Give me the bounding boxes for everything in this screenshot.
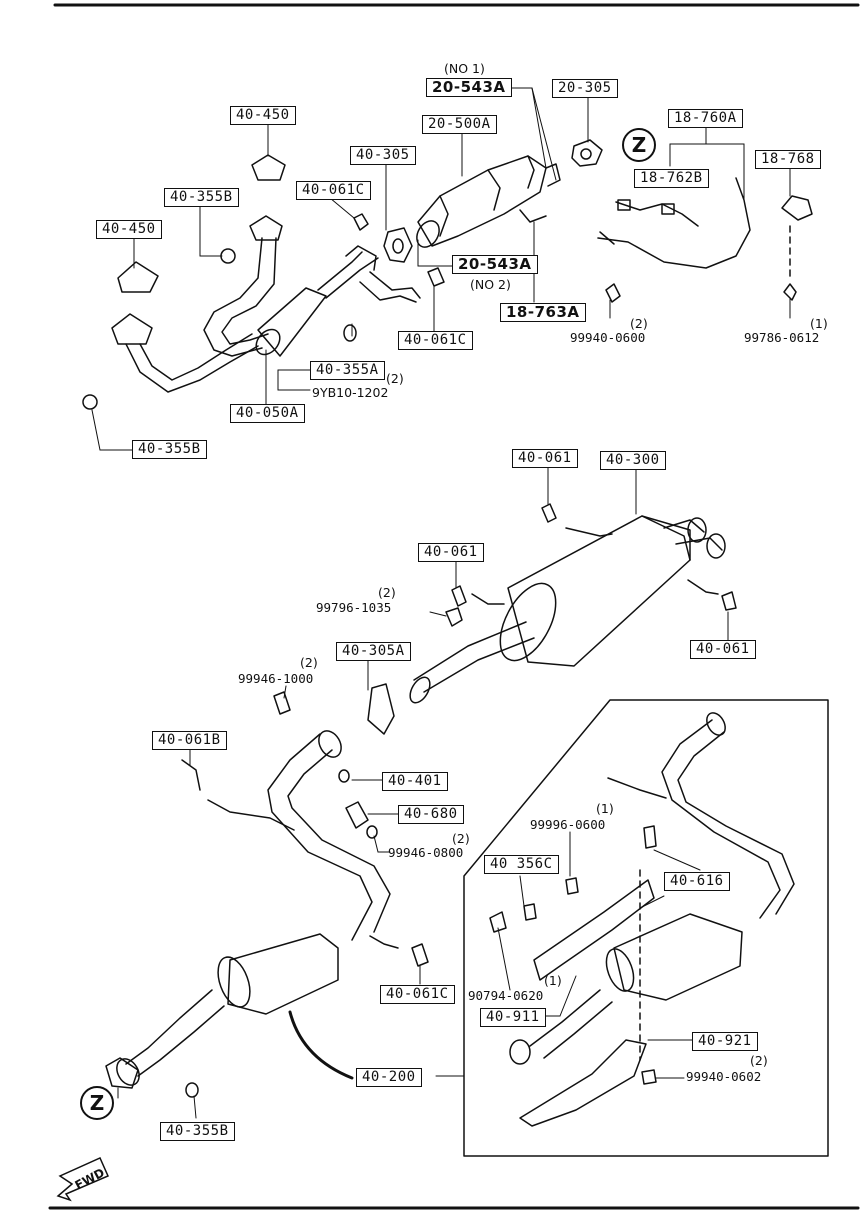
part-label-40-450-left: 40-450 — [96, 220, 162, 239]
part-label-40-200: 40-200 — [356, 1068, 422, 1087]
part-label-40-061C-low: 40-061C — [380, 985, 455, 1004]
part-number-90794-0620: 90794-0620 — [468, 988, 544, 1003]
part-label-40-050A: 40-050A — [230, 404, 305, 423]
part-number-99946-1000: 99946-1000 — [238, 671, 314, 686]
qty-99996-0600: (1) — [596, 801, 614, 816]
mid-pipe-drawing — [105, 730, 429, 1098]
part-label-40-061B: 40-061B — [152, 731, 227, 750]
part-label-18-763A: 18-763A — [500, 303, 586, 322]
part-number-99996-0600: 99996-0600 — [530, 817, 606, 832]
qty-40-355A: (2) — [386, 371, 404, 386]
qty-99946-1000: (2) — [300, 655, 318, 670]
part-number-99946-0800: 99946-0800 — [388, 845, 464, 860]
part-label-20-543A-mid: 20-543A — [452, 255, 538, 274]
leader-lines — [91, 87, 791, 1119]
part-label-40-355A: 40-355A — [310, 361, 385, 380]
fwd-arrow-icon — [56, 1157, 109, 1202]
flange-upper-pipe — [249, 215, 283, 241]
sensor-cable-drawing — [597, 177, 813, 303]
detail-box-drawing — [463, 699, 829, 1157]
part-label-40-450-top: 40-450 — [230, 106, 296, 125]
part-label-40-911: 40-911 — [480, 1008, 546, 1027]
part-number-9YB10-1202: 9YB10-1202 — [312, 385, 389, 400]
qty-99786-0612: (1) — [810, 316, 828, 331]
flange-lower-left — [105, 1057, 139, 1089]
front-pipe-drawing — [82, 154, 421, 410]
part-label-40-356C: 40 356C — [484, 855, 559, 874]
reference-marker-z-top: Z — [622, 128, 656, 162]
part-number-99796-1035: 99796-1035 — [316, 600, 392, 615]
flange-40-450-top — [251, 154, 286, 181]
part-label-18-762B: 18-762B — [634, 169, 709, 188]
part-label-40-061C-top: 40-061C — [296, 181, 371, 200]
gasket-40-305 — [383, 227, 413, 263]
reference-marker-z-bottom: Z — [80, 1086, 114, 1120]
gasket-20-305 — [571, 139, 603, 167]
part-label-40-355B-top: 40-355B — [164, 188, 239, 207]
note-no2: (NO 2) — [470, 277, 511, 292]
flange-left-pipe — [111, 313, 153, 345]
part-label-40-401: 40-401 — [382, 772, 448, 791]
flange-40-450-left — [117, 261, 159, 293]
part-label-40-921: 40-921 — [692, 1032, 758, 1051]
part-label-40-305: 40-305 — [350, 146, 416, 165]
part-label-40-061-a: 40-061 — [512, 449, 578, 468]
qty-90794-0620: (1) — [544, 973, 562, 988]
part-number-99940-0602: 99940-0602 — [686, 1069, 762, 1084]
part-label-40-616: 40-616 — [664, 872, 730, 891]
qty-99940-0600: (2) — [630, 316, 648, 331]
catalytic-converter-drawing — [353, 139, 603, 287]
part-label-40-305A: 40-305A — [336, 642, 411, 661]
heat-shield-40-921 — [519, 1039, 647, 1127]
heat-shield-40-911 — [533, 879, 655, 981]
qty-99796-1035: (2) — [378, 585, 396, 600]
main-silencer-drawing — [273, 503, 737, 735]
qty-99940-0602: (2) — [750, 1053, 768, 1068]
part-label-40-061-b: 40-061 — [418, 543, 484, 562]
part-label-18-760A: 18-760A — [668, 109, 743, 128]
part-label-18-768: 18-768 — [755, 150, 821, 169]
part-label-40-680: 40-680 — [398, 805, 464, 824]
part-label-20-500A: 20-500A — [422, 115, 497, 134]
part-label-20-305: 20-305 — [552, 79, 618, 98]
part-label-40-300: 40-300 — [600, 451, 666, 470]
part-label-40-355B-left: 40-355B — [132, 440, 207, 459]
part-label-40-061C-mid: 40-061C — [398, 331, 473, 350]
part-label-40-355B-low: 40-355B — [160, 1122, 235, 1141]
part-label-40-061-c: 40-061 — [690, 640, 756, 659]
part-number-99786-0612: 99786-0612 — [744, 330, 820, 345]
qty-99946-0800: (2) — [452, 831, 470, 846]
gasket-40-305A — [367, 683, 395, 735]
part-label-20-543A-top: 20-543A — [426, 78, 512, 97]
note-no1: (NO 1) — [444, 61, 485, 76]
part-number-99940-0600: 99940-0600 — [570, 330, 646, 345]
